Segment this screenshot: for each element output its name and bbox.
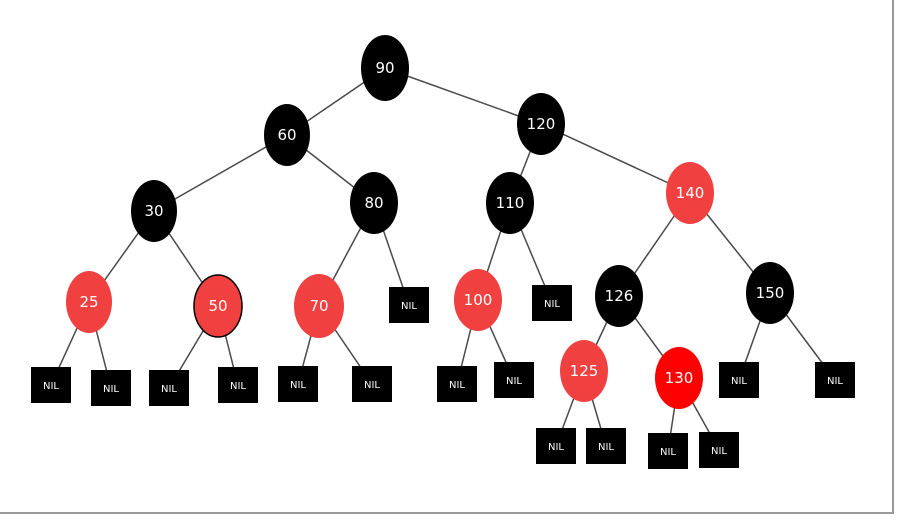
tree-node-120: 120 (517, 93, 565, 155)
nil-label: NIL (731, 376, 747, 387)
node-shape-130 (655, 347, 703, 409)
tree-node-30: 30 (131, 180, 177, 242)
tree-node-110: 110 (486, 172, 534, 234)
nil-leaf: NIL (586, 428, 626, 464)
node-shape-120 (517, 93, 565, 155)
nil-leaf: NIL (218, 367, 258, 403)
nil-leaf: NIL (31, 367, 71, 403)
node-shape-30 (131, 180, 177, 242)
nil-label: NIL (660, 447, 676, 458)
nil-box (719, 362, 759, 398)
nil-leaf: NIL (437, 366, 477, 402)
node-label-150: 150 (756, 284, 785, 302)
tree-node-90: 90 (361, 35, 409, 101)
nil-label: NIL (598, 442, 614, 453)
nil-label: NIL (548, 442, 564, 453)
node-shape-125 (560, 340, 608, 402)
node-label-60: 60 (277, 126, 296, 144)
node-label-110: 110 (496, 194, 525, 212)
nil-leaf: NIL (815, 362, 855, 398)
tree-node-130: 130 (655, 347, 703, 409)
node-shape-80 (350, 172, 398, 234)
nil-label: NIL (827, 376, 843, 387)
nil-leaf: NIL (149, 370, 189, 406)
edge-n60-n30 (153, 134, 288, 212)
node-shape-60 (264, 104, 310, 166)
nil-leaf: NIL (648, 433, 688, 469)
tree-node-140: 140 (666, 162, 714, 224)
node-label-70: 70 (309, 297, 328, 315)
node-label-130: 130 (665, 369, 694, 387)
nil-label: NIL (711, 446, 727, 457)
nil-box (532, 285, 572, 321)
tree-node-25: 25 (66, 271, 112, 333)
node-label-126: 126 (605, 287, 634, 305)
tree-node-126: 126 (595, 265, 643, 327)
nil-box (149, 370, 189, 406)
nil-box (352, 366, 392, 402)
nil-label: NIL (544, 299, 560, 310)
nil-label: NIL (103, 384, 119, 395)
node-label-100: 100 (464, 291, 493, 309)
tree-node-125: 125 (560, 340, 608, 402)
nil-box (389, 287, 429, 323)
nil-leaf: NIL (352, 366, 392, 402)
nil-label: NIL (43, 381, 59, 392)
node-shape-126 (595, 265, 643, 327)
nil-label: NIL (290, 380, 306, 391)
nil-box (91, 370, 131, 406)
nil-label: NIL (161, 384, 177, 395)
tree-node-80: 80 (350, 172, 398, 234)
nil-leaf: NIL (536, 428, 576, 464)
nil-box (536, 428, 576, 464)
nil-box (218, 367, 258, 403)
nil-label: NIL (230, 381, 246, 392)
node-label-50: 50 (208, 297, 227, 315)
tree-node-150: 150 (746, 262, 794, 324)
nil-leaf: NIL (532, 285, 572, 321)
nil-box (278, 366, 318, 402)
node-label-120: 120 (527, 115, 556, 133)
nil-label: NIL (364, 380, 380, 391)
nil-leaf: NIL (91, 370, 131, 406)
nil-box (648, 433, 688, 469)
node-shape-70 (294, 274, 344, 338)
node-label-125: 125 (570, 362, 599, 380)
node-label-140: 140 (676, 184, 705, 202)
nil-leaf: NIL (494, 362, 534, 398)
node-shape-100 (454, 269, 502, 331)
nil-box (437, 366, 477, 402)
nil-leaf: NIL (389, 287, 429, 323)
nil-leaf: NIL (719, 362, 759, 398)
node-shape-110 (486, 172, 534, 234)
node-label-25: 25 (79, 293, 98, 311)
node-shape-90 (361, 35, 409, 101)
nil-label: NIL (401, 301, 417, 312)
nil-box (815, 362, 855, 398)
edge-n120-n140 (540, 123, 691, 194)
nil-label: NIL (506, 376, 522, 387)
tree-node-70: 70 (294, 274, 344, 338)
nil-box (494, 362, 534, 398)
node-shape-50 (193, 274, 243, 338)
nil-box (31, 367, 71, 403)
node-shape-150 (746, 262, 794, 324)
node-label-30: 30 (144, 202, 163, 220)
node-shape-25 (66, 271, 112, 333)
tree-node-100: 100 (454, 269, 502, 331)
node-shape-140 (666, 162, 714, 224)
tree-node-60: 60 (264, 104, 310, 166)
nil-box (586, 428, 626, 464)
tree-node-50: 50 (193, 274, 243, 338)
nil-leaf: NIL (699, 432, 739, 468)
edge-n90-n120 (384, 67, 542, 125)
node-label-90: 90 (375, 59, 394, 77)
nil-leaf: NIL (278, 366, 318, 402)
node-label-80: 80 (364, 194, 383, 212)
nil-label: NIL (449, 380, 465, 391)
nil-box (699, 432, 739, 468)
